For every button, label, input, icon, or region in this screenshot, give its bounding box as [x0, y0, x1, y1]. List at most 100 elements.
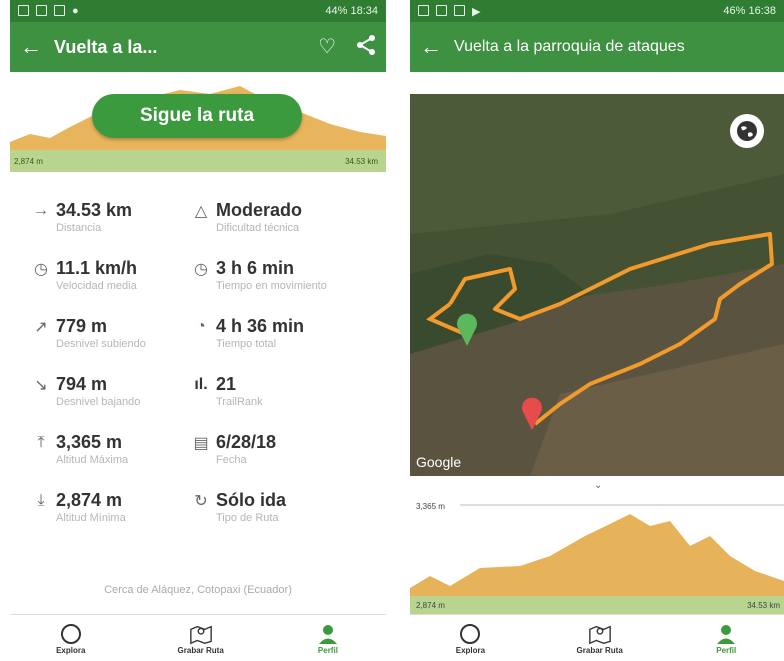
play-icon: ▶	[472, 5, 481, 18]
distance-label: 34.53 km	[747, 601, 780, 610]
nav-profile[interactable]: Perfil	[714, 622, 738, 655]
notification-icon	[418, 4, 429, 16]
heart-icon[interactable]: ♡	[318, 36, 336, 58]
stat-label: Desnivel bajando	[56, 396, 141, 408]
stat-label: Tiempo en movimiento	[216, 280, 327, 292]
stat-value: 4 h 36 min	[216, 316, 305, 336]
route-detail-screen: ● 44% 18:34 ← Vuelta a la... ♡ Sigue la …	[10, 0, 386, 661]
stat-descent: ↘ 794 m Desnivel bajando	[32, 374, 212, 408]
stat-label: Tiempo total	[216, 338, 277, 350]
back-arrow-icon[interactable]: ←	[20, 34, 42, 59]
end-pin-icon[interactable]	[520, 396, 544, 430]
total-time-icon: ◔	[196, 317, 206, 335]
trailrank-icon: ıl.	[194, 375, 208, 393]
stat-label: Velocidad media	[56, 280, 137, 292]
image-icon	[36, 5, 47, 16]
stat-min-altitude: ⤓ 2,874 m Altitud Mínima	[32, 490, 212, 524]
nav-profile[interactable]: Perfil	[316, 622, 340, 655]
stat-value: Moderado	[216, 200, 303, 220]
stat-value: 2,874 m	[56, 490, 123, 510]
min-altitude-label: 2,874 m	[416, 601, 445, 610]
start-pin-icon[interactable]	[455, 312, 479, 346]
descent-icon: ↘	[34, 376, 48, 394]
stat-label: Fecha	[216, 454, 247, 466]
stat-ascent: ↗ 779 m Desnivel subiendo	[32, 316, 212, 350]
stat-value: 3 h 6 min	[216, 258, 295, 278]
elevation-hero: Sigue la ruta 2,874 m 34.53 km	[10, 72, 386, 180]
notification-icons: ●	[18, 5, 79, 17]
stat-value: 779 m	[56, 316, 108, 336]
calendar-icon: ▤	[193, 434, 209, 452]
stat-label: Altitud Máxima	[56, 454, 129, 466]
stat-difficulty: △ Moderado Dificultad técnica	[192, 200, 372, 234]
share-icon[interactable]	[356, 34, 376, 61]
globe-icon	[737, 121, 757, 141]
nav-record-route[interactable]: Grabar Ruta	[577, 622, 623, 655]
stat-label: TrailRank	[216, 396, 263, 408]
message-icon	[18, 5, 29, 16]
nav-label: Grabar Ruta	[576, 645, 623, 655]
follow-route-button[interactable]: Sigue la ruta	[92, 94, 302, 138]
max-altitude-icon: ⤒	[37, 433, 45, 451]
stat-max-altitude: ⤒ 3,365 m Altitud Máxima	[32, 432, 212, 466]
min-altitude-icon: ⤓	[37, 491, 45, 509]
app-bar: ← Vuelta a la... ♡	[10, 22, 386, 72]
stat-value: 21	[216, 374, 237, 394]
stat-label: Desnivel subiendo	[56, 338, 146, 350]
stat-label: Dificultad técnica	[216, 222, 300, 234]
distance-icon: →	[33, 201, 49, 219]
gallery-icon	[454, 4, 465, 16]
max-altitude-label: 3,365 m	[416, 502, 445, 511]
record-route-icon	[588, 622, 612, 646]
map-attribution: Google	[416, 454, 462, 470]
status-right: 46% 16:38	[723, 5, 776, 17]
stat-value: 6/28/18	[216, 432, 277, 452]
route-type-icon: ↻	[194, 492, 208, 510]
nav-explore[interactable]: Explora	[56, 622, 85, 655]
stat-value: 3,365 m	[56, 432, 123, 452]
nav-label: Perfil	[317, 645, 338, 655]
explore-icon	[59, 622, 83, 646]
stat-distance: →34.53 km Distancia	[32, 200, 212, 234]
elevation-profile-chart	[410, 504, 784, 614]
ascent-icon: ↗	[34, 318, 48, 336]
explore-icon	[458, 622, 482, 646]
bottom-nav: Explora Grabar Ruta Perfil	[410, 614, 784, 661]
bottom-nav: Explora Grabar Ruta Perfil	[10, 614, 386, 661]
stat-date: ▤ 6/28/18 Fecha	[192, 432, 372, 466]
nav-record-route[interactable]: Grabar Ruta	[178, 622, 224, 655]
map-terrain	[410, 94, 784, 476]
stat-value: Sólo ida	[216, 490, 287, 510]
collapse-chevron-icon[interactable]: ⌄	[594, 480, 603, 491]
profile-icon	[316, 622, 340, 646]
stat-label: Tipo de Ruta	[216, 512, 279, 524]
status-right: 44% 18:34	[325, 5, 378, 17]
profile-icon	[714, 622, 738, 646]
notification-icons: ▶	[418, 4, 481, 18]
stat-value: 794 m	[56, 374, 108, 394]
status-bar: ● 44% 18:34	[10, 0, 386, 22]
elevation-min-label: 2,874 m	[14, 157, 43, 166]
app-bar: ← Vuelta a la parroquia de ataques	[410, 22, 784, 72]
stat-speed: ◷11.1 km/h Velocidad media	[32, 258, 212, 292]
nav-label: Grabar Ruta	[177, 645, 224, 655]
nav-label: Perfil	[716, 645, 737, 655]
nav-label: Explora	[455, 645, 486, 655]
stat-label: Distancia	[56, 222, 102, 234]
nav-label: Explora	[56, 645, 86, 655]
image-icon	[436, 4, 447, 16]
speed-icon: ◷	[34, 260, 48, 278]
dot-icon: ●	[72, 5, 79, 17]
stat-moving-time: ◷ 3 h 6 min Tiempo en movimiento	[192, 258, 372, 292]
moving-time-icon: ◷	[194, 260, 208, 278]
difficulty-icon: △	[194, 202, 208, 220]
elevation-profile[interactable]: ⌄ 3,365 m 2,874 m 34.53 km	[410, 476, 784, 614]
route-map[interactable]: Google	[410, 94, 784, 476]
stat-route-type: ↻ Sólo ida Tipo de Ruta	[192, 490, 372, 524]
stat-total-time: ◔ 4 h 36 min Tiempo total	[192, 316, 372, 350]
status-bar: ▶ 46% 16:38	[410, 0, 784, 22]
back-arrow-icon[interactable]: ←	[420, 34, 442, 59]
globe-button[interactable]	[730, 114, 764, 148]
nav-explore[interactable]: Explora	[456, 622, 485, 655]
stat-label: Altitud Mínima	[56, 512, 126, 524]
